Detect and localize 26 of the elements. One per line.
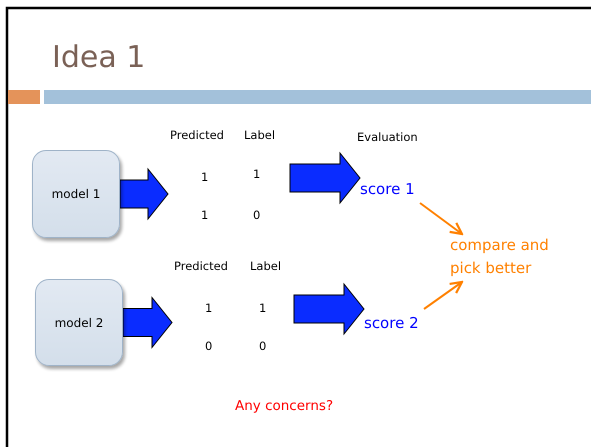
cell-value: 1 <box>205 301 212 315</box>
model-box: model 1 <box>32 150 120 238</box>
column-header: Predicted <box>174 259 228 273</box>
column-header: Label <box>244 128 276 142</box>
block-arrow <box>120 168 169 220</box>
block-arrow <box>122 296 173 349</box>
cell-value: 1 <box>259 301 266 315</box>
cell-value: 1 <box>201 170 208 184</box>
question-text: Any concerns? <box>235 398 334 414</box>
slide-title: Idea 1 <box>52 40 146 75</box>
cell-value: 0 <box>253 208 260 222</box>
note-text: compare and pick better <box>450 234 570 282</box>
model-box: model 2 <box>35 279 123 366</box>
score-text: score 1 <box>360 177 422 201</box>
arrow <box>419 202 464 236</box>
block-arrow <box>294 282 365 336</box>
score-text: score 2 <box>364 311 426 335</box>
cell-value: 0 <box>259 339 266 353</box>
column-header: Label <box>250 259 282 273</box>
arrow <box>423 280 464 310</box>
column-header: Evaluation <box>357 130 418 144</box>
cell-value: 0 <box>205 339 212 353</box>
cell-value: 1 <box>253 167 260 181</box>
cell-value: 1 <box>201 208 208 222</box>
block-arrow <box>290 152 361 204</box>
column-header: Predicted <box>170 128 224 142</box>
